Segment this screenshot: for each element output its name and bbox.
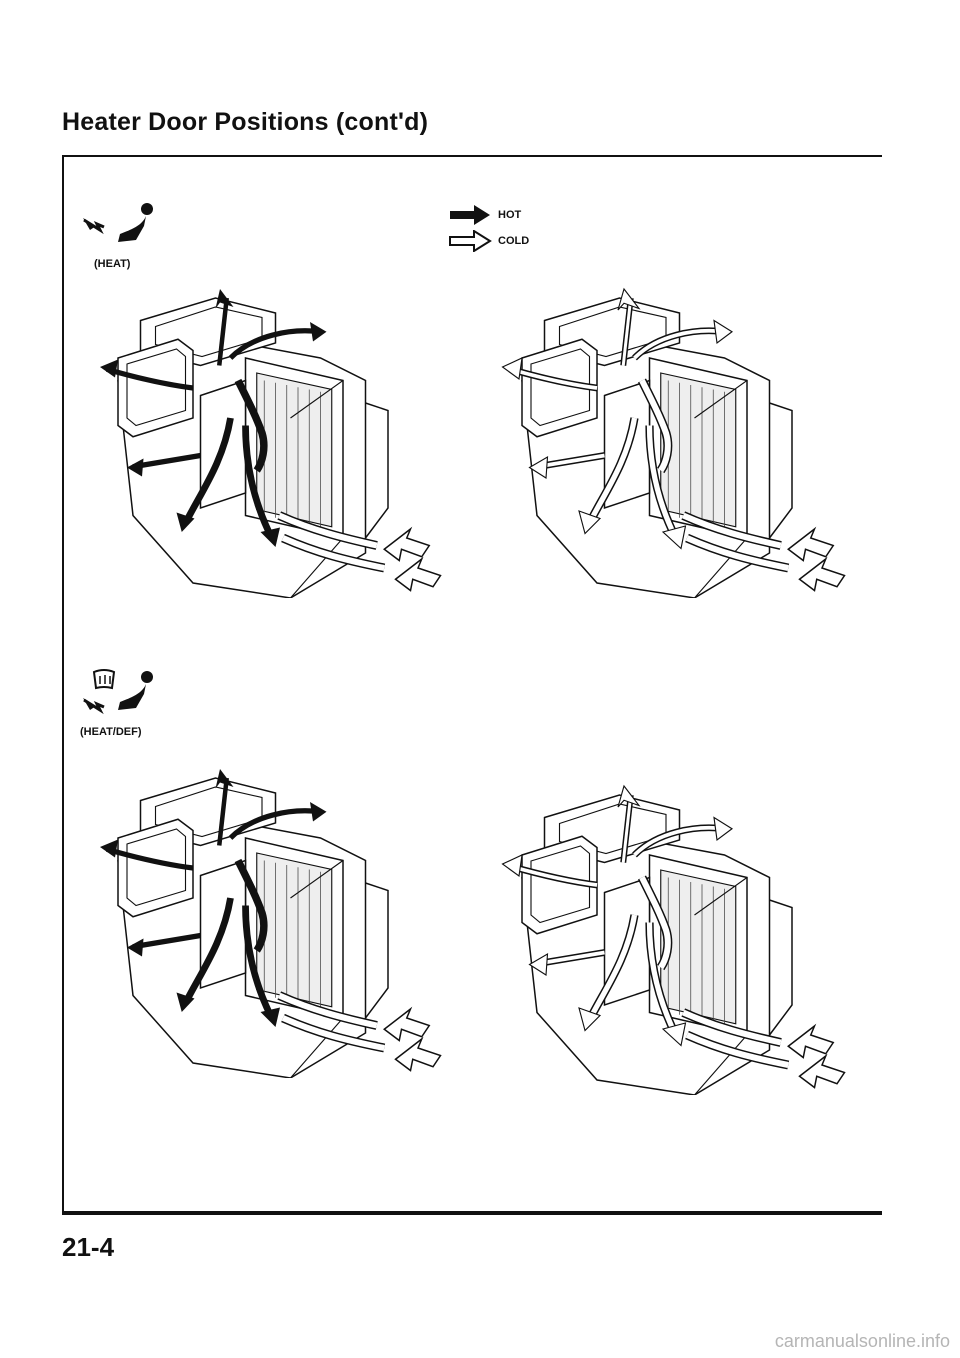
mode-heat-def: (HEAT/DEF) bbox=[80, 668, 160, 738]
heater-diagram-heat-cold bbox=[482, 268, 862, 598]
page-title: Heater Door Positions (cont'd) bbox=[62, 108, 429, 136]
frame-bottom-rule bbox=[62, 1211, 882, 1213]
heater-diagram-heatdef-hot bbox=[78, 748, 458, 1078]
solid-arrow-icon bbox=[450, 205, 490, 225]
defrost-feet-icon bbox=[83, 669, 153, 715]
page-number: 21-4 bbox=[62, 1232, 115, 1262]
mode-heat-label: (HEAT) bbox=[94, 258, 131, 270]
mode-heat: (HEAT) bbox=[80, 200, 160, 270]
heater-diagram-heatdef-cold bbox=[482, 765, 862, 1095]
watermark: carmanualsonline.info bbox=[774, 1331, 950, 1351]
legend-hot-label: HOT bbox=[498, 209, 522, 221]
legend-cold-label: COLD bbox=[498, 235, 530, 247]
figure-frame bbox=[62, 155, 882, 1215]
heater-diagram-heat-hot bbox=[78, 268, 458, 598]
outline-arrow-icon bbox=[449, 230, 492, 252]
legend-hot: HOT bbox=[448, 204, 521, 226]
mode-heat-def-label: (HEAT/DEF) bbox=[80, 726, 142, 738]
vent-feet-icon bbox=[83, 203, 153, 242]
legend-cold: COLD bbox=[448, 230, 529, 252]
